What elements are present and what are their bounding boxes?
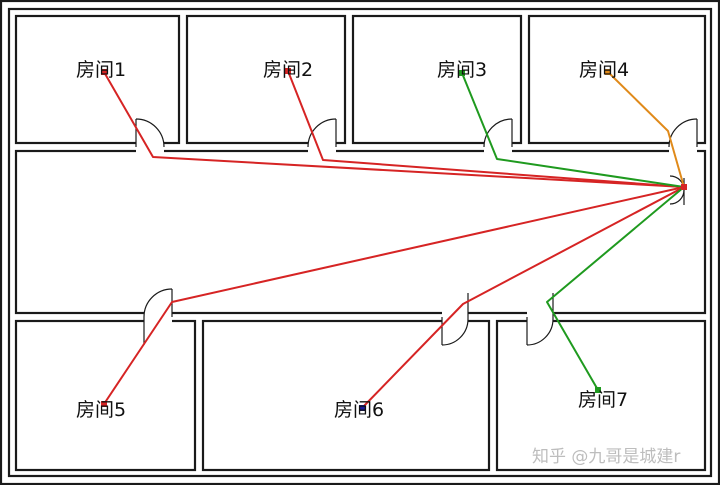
room-5-walls: [14, 319, 197, 472]
route-room-7: [546, 186, 685, 391]
room-label-2: 房间2: [263, 59, 313, 81]
room-label-1: 房间1: [76, 59, 126, 81]
route-room-3: [461, 72, 685, 188]
room-1-walls: [14, 14, 181, 145]
room-4-walls: [527, 14, 707, 145]
room-labels: 房间1 房间2 房间3 房间4 房间5 房间6 房间7: [76, 59, 629, 421]
marker-room-7: [595, 387, 601, 393]
route-room-1: [103, 71, 685, 188]
room-6-walls: [201, 319, 491, 472]
room-label-6: 房间6: [334, 399, 384, 421]
marker-room-5: [101, 401, 107, 407]
marker-room-3: [459, 70, 465, 76]
room-2-walls: [185, 14, 347, 145]
door-room-1: [135, 118, 165, 148]
route-room-2: [287, 70, 685, 188]
marker-room-1: [101, 69, 107, 75]
door-room-4: [668, 118, 698, 148]
room-3-walls: [351, 14, 523, 145]
door-room-3: [483, 118, 513, 148]
room-label-7: 房间7: [578, 389, 628, 411]
marker-room-6: [359, 405, 365, 411]
room-label-4: 房间4: [579, 59, 629, 81]
routes: [103, 70, 685, 409]
route-room-6: [361, 186, 685, 409]
door-room-6: [441, 293, 469, 346]
markers: [101, 68, 687, 411]
doors: [135, 118, 698, 346]
room-label-3: 房间3: [437, 59, 487, 81]
corridor-walls: [14, 149, 707, 315]
route-room-4: [607, 71, 685, 188]
door-room-2: [307, 118, 337, 148]
marker-room-2: [285, 68, 291, 74]
room-label-5: 房间5: [76, 399, 126, 421]
marker-hub: [681, 184, 687, 190]
room-7-walls: [495, 319, 707, 472]
route-room-5: [103, 186, 685, 405]
marker-room-4: [605, 69, 611, 75]
door-gaps: [136, 141, 697, 324]
watermark: 知乎 @九哥是城建r: [532, 447, 680, 467]
